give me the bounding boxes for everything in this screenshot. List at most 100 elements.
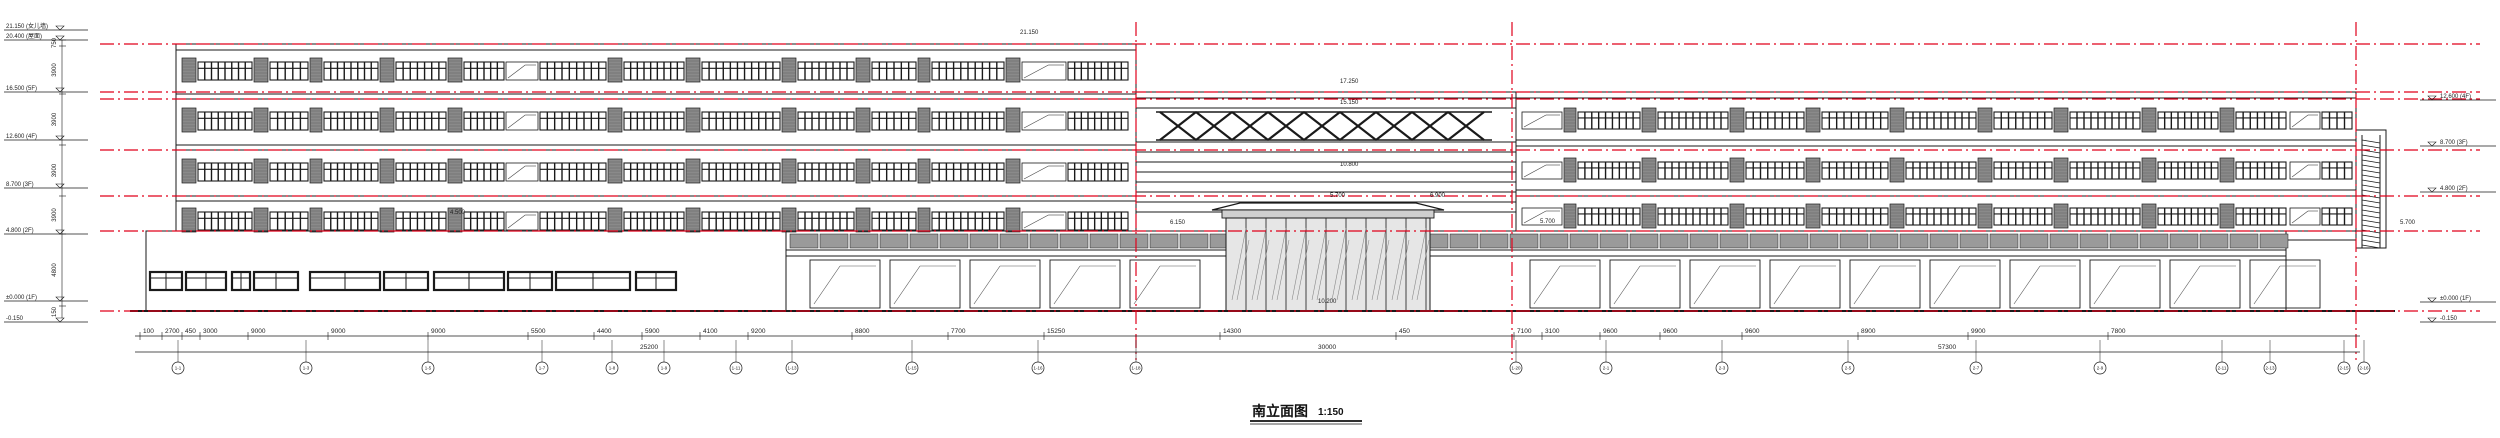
vertical-dimension: 4800 [52,263,58,277]
fascia-panel [819,233,849,249]
fascia-panel [1119,233,1149,249]
axis-bubble [1031,361,1045,375]
window [2157,111,2219,130]
dimension-label: 9000 [251,328,266,335]
podium-west-windows [148,270,678,292]
window [269,61,309,81]
podium-bay [1049,259,1121,309]
fascia-panel [1809,233,1839,249]
axis-bubble [2337,361,2351,375]
fascia-panel [1149,233,1179,249]
truss-diagonal [1267,111,1305,141]
axis-bubble [1715,361,1729,375]
fascia-panel [849,233,879,249]
window [701,162,781,182]
podium-bay [1689,259,1761,309]
fascia-panel [1569,233,1599,249]
fascia-panel [789,233,819,249]
fascia-panel [1449,233,1479,249]
annotation: 15.150 [1340,100,1359,106]
glass-reflections [1231,227,1430,301]
vertical-dimension: 3900 [52,112,58,126]
window [623,211,685,231]
fascia-panel [1539,233,1569,249]
podium-bay [2169,259,2241,309]
annotation: 10.800 [1340,162,1359,168]
window [623,111,685,131]
axis-label: 2-5 [1845,366,1852,371]
truss-diagonal [1231,111,1269,141]
axis-label: 1-20 [1511,366,1521,371]
shade-panel [2289,161,2321,180]
axis-label: 2-7 [1973,366,1980,371]
fascia-panel [2199,233,2229,249]
dimension-label: 100 [143,328,154,335]
level-label: 12.600 (4F) [6,134,37,140]
level-label: ±0.000 (1F) [2440,296,2471,302]
dimension-label: 8800 [855,328,870,335]
annotation: 17.250 [1340,79,1359,85]
dimension-label: 450 [1399,328,1410,335]
fascia-panel [2229,233,2259,249]
window [1821,161,1889,180]
podium-bays [809,259,2321,309]
stair-treads [2361,139,2381,249]
shade-panel [2289,207,2321,226]
podium-bay [2249,259,2321,309]
total-dimension: 57300 [1938,344,1956,351]
dimension-label: 4100 [703,328,718,335]
annotation: 5.700 [1330,193,1346,199]
truss-diagonal [1303,111,1341,141]
fascia-panel [1839,233,1869,249]
axis-bubble [785,361,799,375]
dimension-label: 5900 [645,328,660,335]
podium-bay [1529,259,1601,309]
axis-label: 2-16 [2359,366,2369,371]
shade-panel [1021,61,1067,81]
truss-diagonal [1159,111,1197,141]
east-staircase [2355,129,2387,249]
fascia-panel [1899,233,1929,249]
fascia-panel [2019,233,2049,249]
window [701,61,781,81]
level-label: -0.150 [6,316,24,322]
truss-diagonal [1339,111,1377,141]
window [1067,111,1129,131]
window [1821,207,1889,226]
fascia-panel [1719,233,1749,249]
podium-bay [889,259,961,309]
axis-label: 1-5 [425,366,432,371]
fascia-panel [2109,233,2139,249]
truss-diagonal [1375,111,1413,141]
vertical-dimension: 3900 [52,163,58,177]
axis-bubble [905,361,919,375]
window [539,162,607,182]
axis-bubble [2357,361,2371,375]
fascia-panel [2079,233,2109,249]
window [395,211,447,231]
window [395,61,447,81]
axis-label: 1-13 [787,366,797,371]
vertical-dimension: 3900 [52,63,58,77]
axis-bubble [1841,361,1855,375]
roof-truss [1156,111,1492,141]
level-label: ±0.000 (1F) [6,295,37,301]
podium-bay [2009,259,2081,309]
podium-bay [1929,259,2001,309]
shade-panel [1521,207,1563,226]
dimension-label: 9900 [1971,328,1986,335]
axis-bubble [605,361,619,375]
east-window-bands [1521,107,2353,229]
vertical-dimension: 150 [52,306,58,317]
drawing-title: 南立面图 [1252,403,1308,419]
shade-panel [1521,161,1563,180]
podium-bay [809,259,881,309]
dimension-label: 9200 [751,328,766,335]
window [539,211,607,231]
fascia-panel [1779,233,1809,249]
axis-label: 1-16 [1033,366,1043,371]
